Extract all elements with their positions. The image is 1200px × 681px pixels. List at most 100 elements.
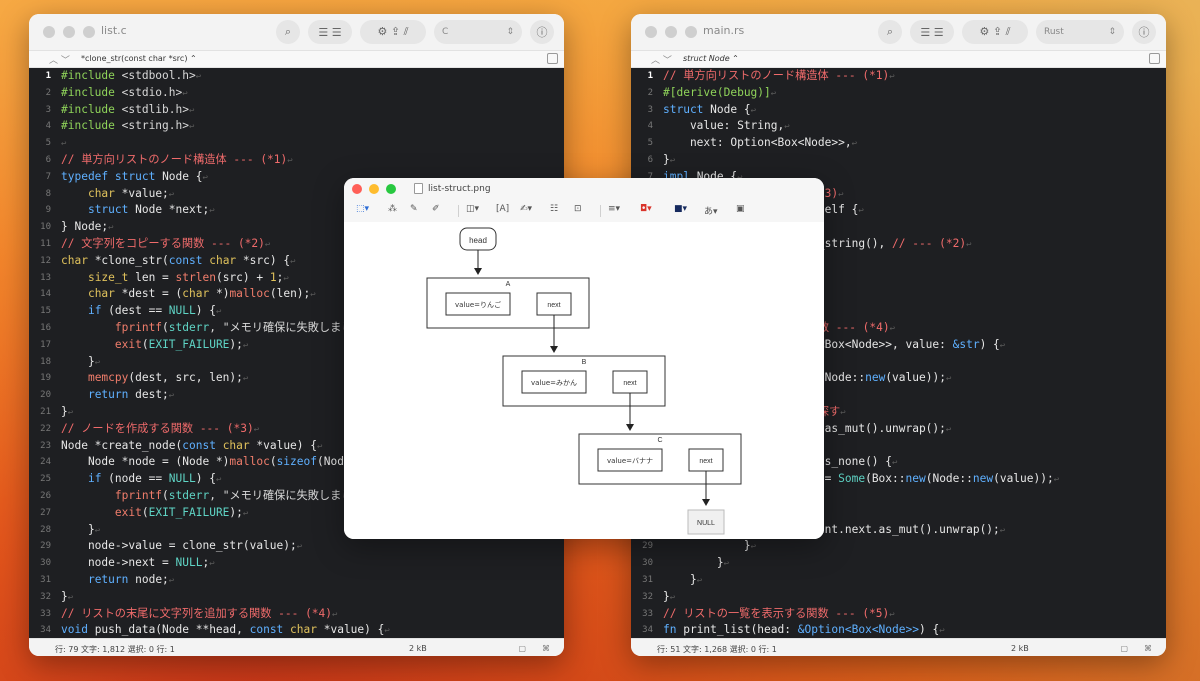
code-line[interactable]: 9 struct Node *next;↩ (29, 202, 564, 219)
code-line[interactable]: 10} Node;↩ (29, 219, 564, 236)
code-line[interactable]: 19 memcpy(dest, src, len);↩ (29, 370, 564, 387)
code-line[interactable]: 29 }↩ (631, 538, 1166, 555)
nav-arrows-icon[interactable]: ︿ ﹀ (49, 56, 70, 66)
code-line[interactable]: 20 return dest;↩ (29, 387, 564, 404)
code-line[interactable]: 30 }↩ (631, 555, 1166, 572)
line-break-icon: ↩ (669, 592, 676, 603)
minimize-button[interactable] (665, 26, 677, 38)
settings-icon[interactable]: ⌘ (542, 644, 550, 653)
code-line[interactable]: 33// リストの末尾に文字列を追加する関数 --- (*4)↩ (29, 606, 564, 623)
minimize-button[interactable] (63, 26, 75, 38)
code-line[interactable]: 28 }↩ (29, 522, 564, 539)
sign-icon[interactable]: ✍▾ (520, 204, 533, 214)
code-line[interactable]: 2#[derive(Debug)]↩ (631, 85, 1166, 102)
code-token: strlen (175, 270, 216, 284)
code-token: #include (61, 85, 115, 99)
markup-toolbar: ⬚▾ ⁂ ✎ ✐ ◫▾ [A] ✍▾ ☷ ⊡ ≡▾ ◘▾ ■▾ あ▾ ▣ (344, 200, 824, 223)
annotate-icon[interactable]: ▣ (736, 204, 745, 214)
code-token: 1 (269, 270, 277, 284)
code-line[interactable]: 13 size_t len = strlen(src) + 1;↩ (29, 270, 564, 287)
code-text: next: Option<Box<Node>>,↩ (663, 135, 1166, 152)
code-line[interactable]: 1// 単方向リストのノード構造体 --- (*1)↩ (631, 68, 1166, 85)
code-line[interactable]: 3#include <stdlib.h>↩ (29, 102, 564, 119)
code-line[interactable]: 18 }↩ (29, 354, 564, 371)
split-view-icon[interactable] (547, 53, 558, 64)
sketch-icon[interactable]: ✎ (410, 204, 418, 214)
function-path[interactable]: struct Node ⌃ (683, 54, 739, 63)
code-line[interactable]: 15 if (dest == NULL) {↩ (29, 303, 564, 320)
code-line[interactable]: 32}↩ (29, 589, 564, 606)
code-line[interactable]: 31 return node;↩ (29, 572, 564, 589)
zoom-button[interactable] (685, 26, 697, 38)
line-style-icon[interactable]: ≡▾ (608, 204, 621, 214)
code-line[interactable]: 5 next: Option<Box<Node>>,↩ (631, 135, 1166, 152)
code-line[interactable]: 25 if (node == NULL) {↩ (29, 471, 564, 488)
code-line[interactable]: 11// 文字列をコピーする関数 --- (*2)↩ (29, 236, 564, 253)
code-line[interactable]: 6// 単方向リストのノード構造体 --- (*1)↩ (29, 152, 564, 169)
selection-tool-icon[interactable]: ⬚▾ (356, 204, 370, 214)
shapes-icon[interactable]: ◫▾ (466, 204, 480, 214)
search-icon[interactable]: ⌕ (878, 20, 902, 44)
code-text: exit(EXIT_FAILURE);↩ (61, 505, 564, 522)
smart-lasso-icon[interactable]: ⁂ (388, 204, 397, 214)
nav-arrows-icon[interactable]: ︿ ﹀ (651, 56, 672, 66)
close-button[interactable] (352, 184, 362, 194)
code-line[interactable]: 14 char *dest = (char *)malloc(len);↩ (29, 286, 564, 303)
code-line[interactable]: 32}↩ (631, 589, 1166, 606)
code-line[interactable]: 33// リストの一覧を表示する関数 --- (*5)↩ (631, 606, 1166, 623)
code-token: char (182, 287, 210, 301)
code-line[interactable]: 5↩ (29, 135, 564, 152)
code-line[interactable]: 1#include <stdbool.h>↩ (29, 68, 564, 85)
code-line[interactable]: 11 to_string(), // --- (*2)↩ (631, 236, 1166, 253)
fill-color-icon[interactable]: ■▾ (674, 204, 688, 214)
indent-icon[interactable]: ☰ ☰ (910, 20, 954, 44)
language-select[interactable]: Rust⇕ (1036, 20, 1124, 44)
code-line[interactable]: 6}↩ (631, 152, 1166, 169)
share-tools-icon[interactable]: ⚙ ⇪ ⫽ (962, 20, 1028, 44)
code-line[interactable]: 16 fprintf(stderr, "メモリ確保に失敗しまし↩ (29, 320, 564, 337)
info-icon[interactable]: ⓘ (530, 20, 554, 44)
zoom-button[interactable] (83, 26, 95, 38)
code-line[interactable]: 21}↩ (29, 404, 564, 421)
code-line[interactable]: 4 value: String,↩ (631, 118, 1166, 135)
code-line[interactable]: 2#include <stdio.h>↩ (29, 85, 564, 102)
code-line[interactable]: 30 node->next = NULL;↩ (29, 555, 564, 572)
indent-icon[interactable]: ☰ ☰ (308, 20, 352, 44)
code-line[interactable]: 29 node->value = clone_str(value);↩ (29, 538, 564, 555)
close-button[interactable] (645, 26, 657, 38)
lock-icon[interactable]: ▢ (1120, 644, 1128, 653)
code-line[interactable]: 4#include <string.h>↩ (29, 118, 564, 135)
code-line[interactable]: 27 exit(EXIT_FAILURE);↩ (29, 505, 564, 522)
language-select[interactable]: C⇕ (434, 20, 522, 44)
text-style-icon[interactable]: あ▾ (704, 207, 718, 217)
code-line[interactable]: 24 Node *node = (Node *)malloc(sizeof(No… (29, 454, 564, 471)
info-icon[interactable]: ⓘ (1132, 20, 1156, 44)
minimize-button[interactable] (369, 184, 379, 194)
code-line[interactable]: 26 fprintf(stderr, "メモリ確保に失敗しまし↩ (29, 488, 564, 505)
search-icon[interactable]: ⌕ (276, 20, 300, 44)
draw-icon[interactable]: ✐ (432, 204, 440, 214)
split-view-icon[interactable] (1149, 53, 1160, 64)
function-path[interactable]: *clone_str(const char *src) ⌃ (81, 54, 197, 63)
code-line[interactable]: 17 exit(EXIT_FAILURE);↩ (29, 337, 564, 354)
code-line[interactable]: 8 char *value;↩ (29, 186, 564, 203)
adjust-icon[interactable]: ☷ (550, 204, 559, 214)
crop-icon[interactable]: ⊡ (574, 204, 582, 214)
zoom-button[interactable] (386, 184, 396, 194)
navigation-bar: ︿ ﹀ *clone_str(const char *src) ⌃ (29, 51, 564, 68)
settings-icon[interactable]: ⌘ (1144, 644, 1152, 653)
code-line[interactable]: 22// ノードを作成する関数 --- (*3)↩ (29, 421, 564, 438)
close-button[interactable] (43, 26, 55, 38)
code-token: stderr (168, 488, 210, 502)
border-color-icon[interactable]: ◘▾ (640, 204, 652, 214)
text-icon[interactable]: [A] (496, 204, 510, 214)
share-tools-icon[interactable]: ⚙ ⇪ ⫽ (360, 20, 426, 44)
lock-icon[interactable]: ▢ (518, 644, 526, 653)
code-line[interactable]: 31 }↩ (631, 572, 1166, 589)
